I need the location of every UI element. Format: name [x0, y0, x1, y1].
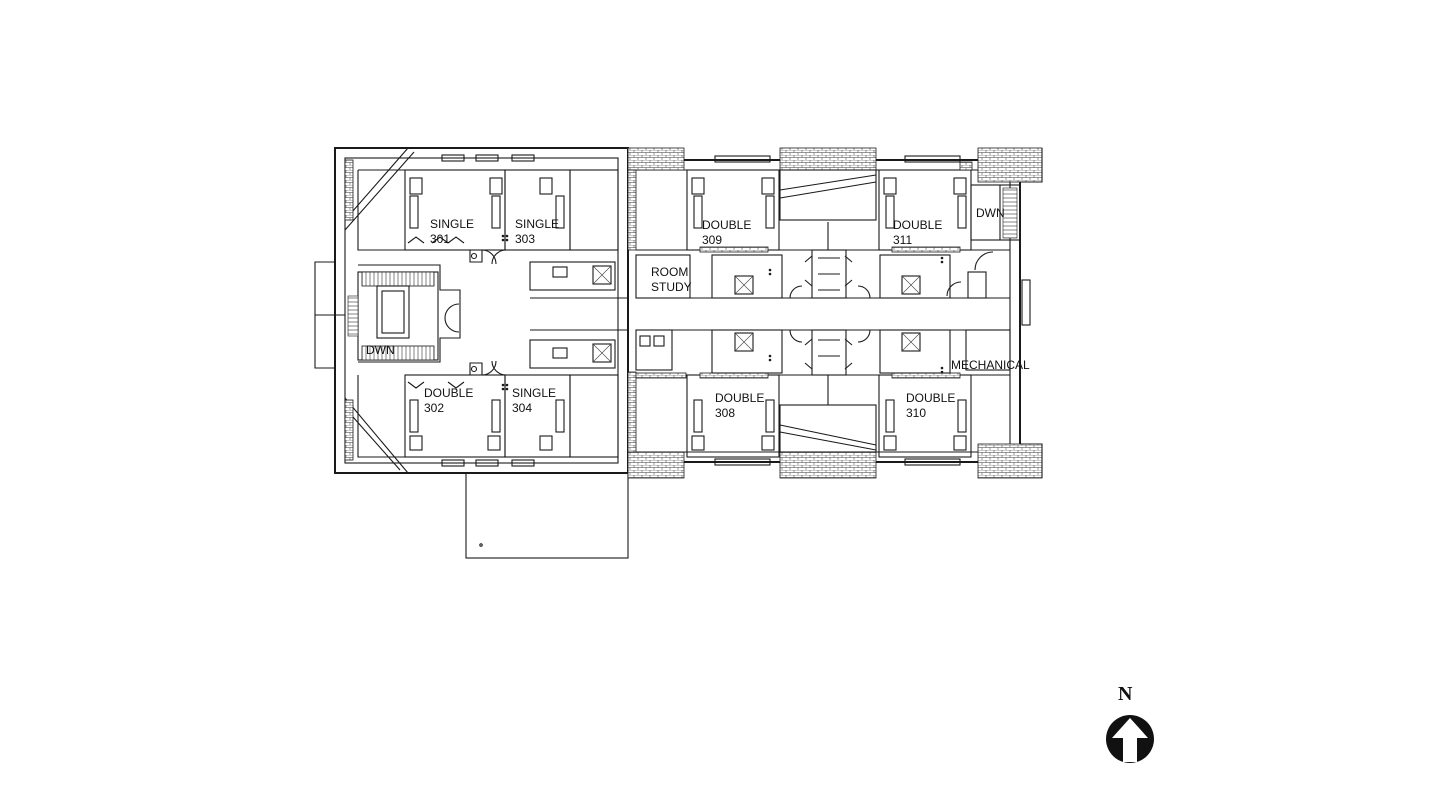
- west-furniture: [409, 177, 565, 451]
- room-309-number: 309: [702, 233, 722, 247]
- room-301-type: SINGLE: [430, 217, 474, 231]
- room-301-number: 301: [430, 232, 450, 246]
- window-bays: [441, 147, 961, 479]
- room-311-number: 311: [893, 233, 912, 247]
- north-arrow: N: [1106, 683, 1154, 763]
- room-311-type: DOUBLE: [893, 218, 942, 232]
- west-block-walls: [357, 169, 628, 458]
- room-308-type: DOUBLE: [715, 391, 764, 405]
- room-304-type: SINGLE: [512, 386, 556, 400]
- room-303-number: 303: [515, 232, 535, 246]
- room-study-label-2: STUDY: [651, 280, 692, 294]
- room-309-type: DOUBLE: [702, 218, 751, 232]
- stair-east-label: DWN: [976, 206, 1005, 220]
- north-arrow-pointer: [1112, 718, 1148, 762]
- room-308-number: 308: [715, 406, 735, 420]
- room-study-label-1: ROOM: [651, 265, 688, 279]
- mechanical-label: MECHANICAL: [951, 358, 1030, 372]
- room-302-type: DOUBLE: [424, 386, 473, 400]
- room-310-number: 310: [906, 406, 926, 420]
- north-letter: N: [1118, 683, 1133, 705]
- room-310-type: DOUBLE: [906, 391, 955, 405]
- stair-west-label: DWN: [366, 343, 395, 357]
- room-303-type: SINGLE: [515, 217, 559, 231]
- east-furniture: [691, 177, 967, 451]
- room-labels: SINGLE 301 SINGLE 303 DOUBLE 302 SINGLE …: [366, 206, 1030, 420]
- room-302-number: 302: [424, 401, 444, 415]
- room-304-number: 304: [512, 401, 532, 415]
- east-block-walls: [635, 161, 1031, 458]
- west-stair: [347, 271, 439, 361]
